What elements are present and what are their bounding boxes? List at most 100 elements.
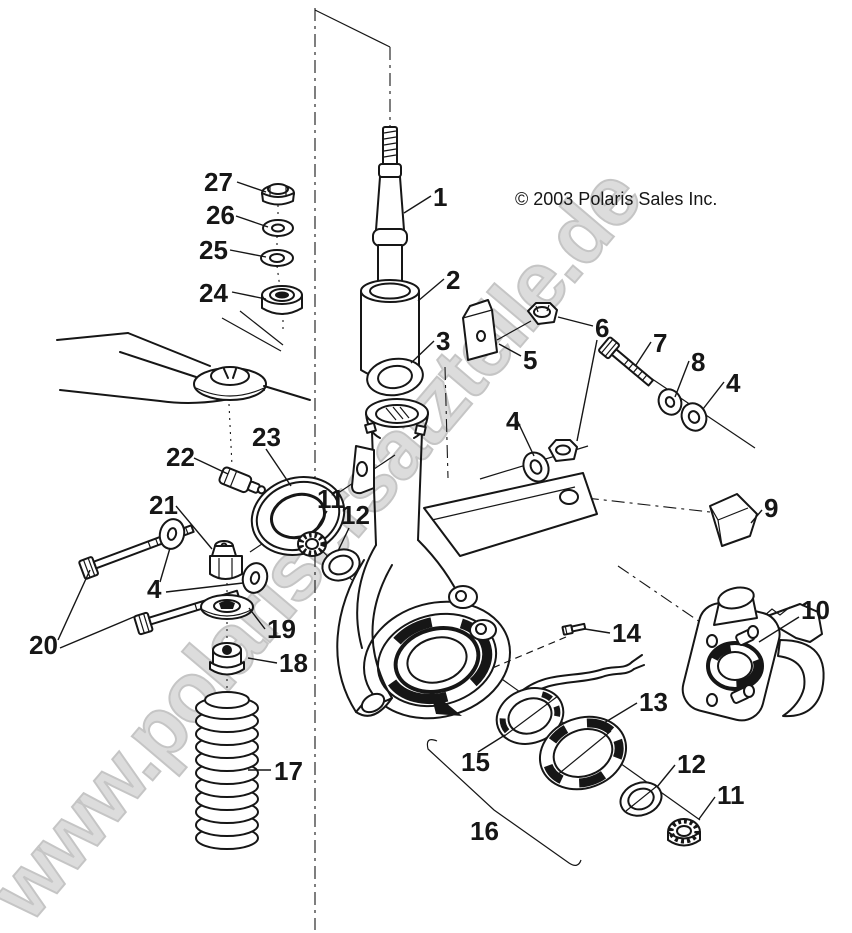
washer-26	[262, 219, 294, 237]
bracket-and-nuts	[462, 299, 578, 483]
spindle-10	[681, 586, 825, 722]
leader-line	[758, 616, 800, 643]
spindle-bore	[706, 641, 764, 691]
control-arm-partial	[56, 332, 311, 404]
leader-line	[175, 505, 213, 550]
callout-12: 12	[677, 749, 706, 779]
leader-line	[248, 607, 266, 630]
callout-14: 14	[612, 618, 641, 648]
leader-line	[165, 582, 244, 593]
leader-line	[598, 702, 638, 727]
leader-line	[236, 181, 267, 193]
group-line-16	[426, 739, 582, 866]
spindle-top-boss	[713, 586, 758, 626]
callout-13: 13	[639, 687, 668, 717]
pivot-parts	[218, 466, 361, 582]
callout-7: 7	[653, 328, 667, 358]
locknut-6-upper	[527, 302, 558, 325]
washer-4-mid	[522, 451, 550, 483]
leader-line	[557, 316, 594, 327]
threaded-rod-1	[372, 126, 408, 290]
leader-line	[235, 215, 269, 228]
callout-11: 11	[717, 780, 745, 810]
locknut-6-lower	[548, 439, 578, 462]
steering-arm	[336, 559, 462, 717]
callout-18: 18	[279, 648, 308, 678]
strut-mount-fastener-stack	[260, 183, 303, 315]
ring-12-upper	[321, 548, 361, 582]
leader-line	[417, 278, 445, 302]
spring-retainer-19	[200, 594, 254, 620]
callout-19: 19	[267, 614, 296, 644]
leader-line	[337, 527, 350, 552]
washer-3	[366, 357, 424, 397]
callout-24: 24	[199, 278, 228, 308]
callout-11: 11	[317, 484, 345, 514]
steering-knuckle	[336, 398, 598, 720]
washer-4-left-b	[241, 562, 269, 594]
bolt-7	[598, 336, 655, 387]
strut-tube-top	[364, 398, 429, 546]
washer-4-left-a	[158, 518, 186, 550]
shock-body-2	[360, 279, 420, 380]
leader-line	[229, 249, 267, 258]
washer-25	[260, 249, 294, 267]
leader-line	[576, 339, 598, 442]
strut-cartridge	[360, 126, 424, 397]
leader-line	[674, 360, 690, 398]
callout-10: 10	[801, 595, 830, 625]
leader-line	[193, 457, 229, 475]
callout-6: 6	[595, 313, 609, 343]
grease-fitting-22	[218, 466, 266, 495]
callout-25: 25	[199, 235, 228, 265]
leader-line	[635, 341, 652, 366]
leader-line	[656, 764, 676, 788]
callout-17: 17	[274, 756, 303, 786]
side-bracket	[423, 472, 598, 557]
callout-20: 20	[29, 630, 58, 660]
leader-line	[698, 796, 716, 820]
splined-nut-11-lower	[667, 818, 701, 847]
leader-line	[247, 657, 278, 664]
leader-line	[750, 509, 763, 524]
upper-tab	[351, 445, 375, 495]
callout-16: 16	[470, 816, 499, 846]
bushing-24	[261, 285, 303, 315]
leader-line	[410, 340, 435, 364]
leader-line	[516, 419, 535, 457]
callout-22: 22	[166, 442, 195, 472]
callout-15: 15	[461, 747, 490, 777]
leader-line	[403, 195, 432, 214]
washer-4-right	[680, 402, 708, 432]
leader-line	[477, 734, 506, 753]
callout-2: 2	[446, 265, 460, 295]
bracket-5	[462, 299, 498, 361]
hub-lugs	[448, 585, 497, 641]
screw-14	[561, 622, 587, 636]
splined-washer-11-upper	[297, 531, 327, 557]
copyright-text: © 2003 Polaris Sales Inc.	[515, 189, 717, 209]
locknut-18	[209, 642, 245, 676]
callout-21: 21	[149, 490, 178, 520]
leader-line	[231, 291, 267, 300]
leader-line	[159, 547, 171, 583]
callout-4: 4	[726, 368, 741, 398]
leader-line	[498, 343, 522, 357]
callout-12: 12	[341, 500, 370, 530]
leader-line	[314, 510, 328, 532]
knuckle-body	[336, 539, 511, 720]
callout-8: 8	[691, 347, 705, 377]
callout-1: 1	[433, 182, 447, 212]
hub-bearing-stack	[495, 687, 701, 847]
callout-23: 23	[252, 422, 281, 452]
strut-cup-mount	[193, 366, 267, 401]
callout-4: 4	[147, 574, 162, 604]
leader-line	[584, 628, 611, 634]
wedge-key-9	[709, 493, 758, 547]
callout-5: 5	[523, 345, 537, 375]
callout-27: 27	[204, 167, 233, 197]
centerlines	[221, 8, 756, 930]
callout-26: 26	[206, 200, 235, 230]
